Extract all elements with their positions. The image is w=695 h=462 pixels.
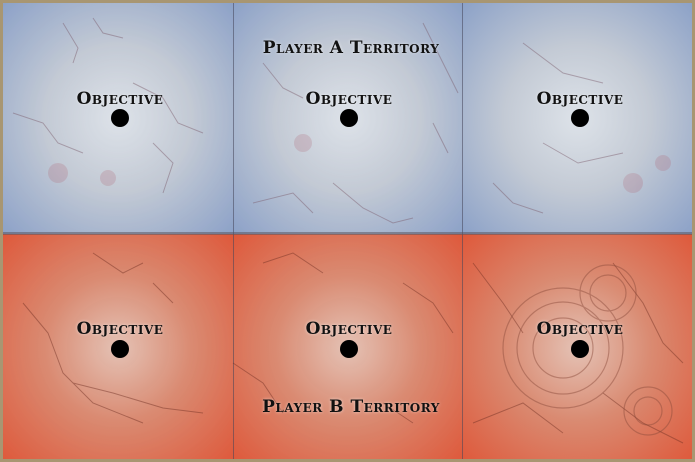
objective-label: Objective [305,89,393,109]
objective-label: Objective [305,319,393,339]
territory-divider [3,232,692,235]
objective-label: Objective [76,319,164,339]
player-b-territory-label: Player B Territory [262,397,440,417]
objective-marker[interactable] [111,109,129,127]
player-a-territory-zone [3,3,692,234]
objective-label: Objective [76,89,164,109]
objective-label: Objective [536,319,624,339]
objective-marker[interactable] [571,340,589,358]
objective-marker[interactable] [571,109,589,127]
objective-marker[interactable] [340,109,358,127]
player-a-territory-label: Player A Territory [262,38,440,58]
objective-marker[interactable] [340,340,358,358]
objective-label: Objective [536,89,624,109]
objective-marker[interactable] [111,340,129,358]
